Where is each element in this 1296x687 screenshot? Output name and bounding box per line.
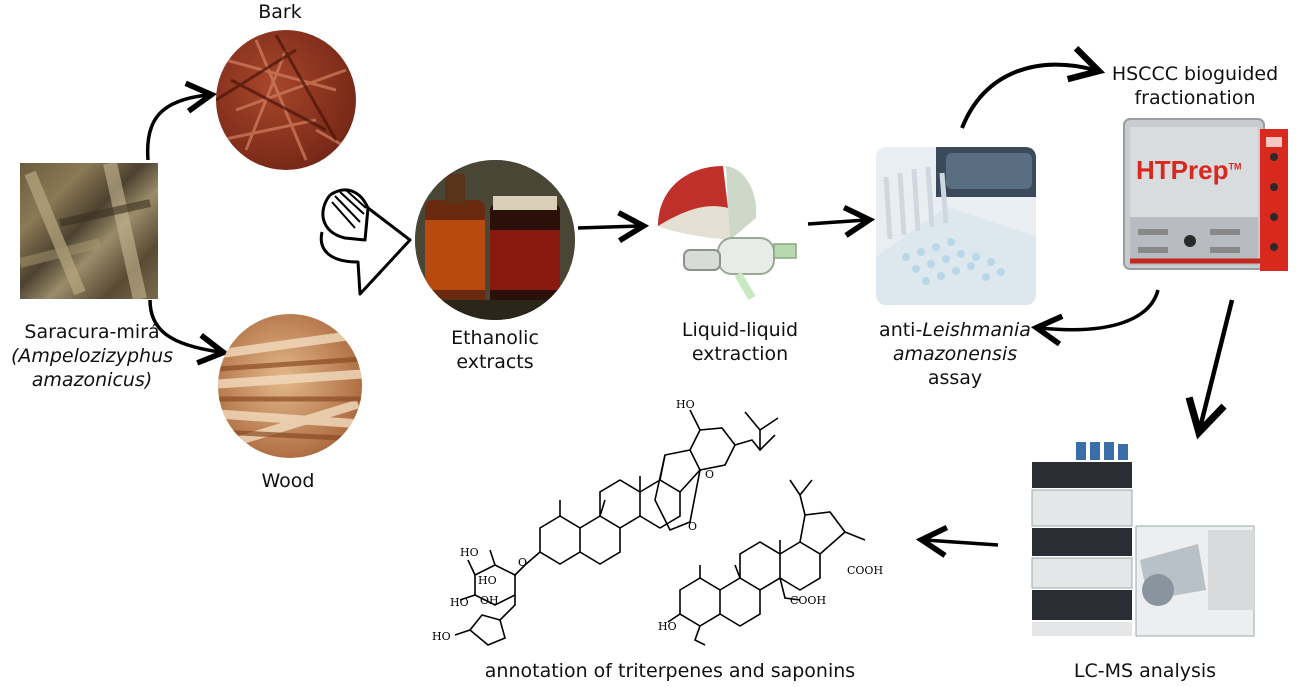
arrow-ethanolic-to-lle	[577, 210, 650, 244]
plant-species-line1: (Ampelozizyphus	[10, 345, 174, 367]
arrow-plant-to-wood	[148, 299, 230, 366]
separatory-funnel-image	[648, 158, 808, 308]
lcms-label: LC-MS analysis	[1073, 660, 1217, 682]
htprep-tm: TM	[1228, 161, 1242, 172]
htprep-logo: HTPrepTM	[1136, 155, 1241, 186]
arrow-hsccc-to-assay	[1030, 289, 1160, 347]
arrow-assay-to-hsccc	[960, 45, 1106, 129]
assay-line1: anti-Leishmania	[860, 318, 1050, 342]
arrow-hsccc-to-lcms	[1185, 299, 1235, 440]
hsccc-line2: fractionation	[1134, 87, 1256, 109]
annotation-label: annotation of triterpenes and saponins	[484, 660, 856, 682]
htprep-instrument-image: HTPrepTM	[1120, 117, 1290, 275]
hsccc-label: HSCCC bioguided fractionation	[1100, 62, 1290, 110]
assay-label: anti-Leishmania amazonensis assay	[860, 318, 1050, 390]
plant-species-line2: amazonicus)	[31, 369, 153, 391]
assay-plate-photo	[876, 147, 1036, 305]
hsccc-line1: HSCCC bioguided	[1111, 63, 1279, 85]
lcms-instrument-image	[1028, 440, 1258, 640]
ethanolic-label: Ethanolic extracts	[420, 326, 570, 374]
assay-species: amazonensis	[892, 343, 1018, 365]
htprep-brand: HTPrep	[1136, 155, 1229, 185]
ethanolic-extracts-photo	[415, 160, 575, 320]
assay-genus: Leishmania	[922, 319, 1031, 341]
ethanolic-line2: extracts	[456, 351, 534, 373]
assay-suffix: assay	[927, 367, 983, 389]
arrow-lle-to-assay	[807, 204, 876, 238]
lle-line1: Liquid-liquid	[681, 319, 799, 341]
wood-label: Wood	[261, 470, 315, 492]
ethanolic-line1: Ethanolic	[451, 327, 539, 349]
assay-prefix: anti-	[879, 319, 923, 341]
bark-photo	[216, 30, 356, 170]
lle-label: Liquid-liquid extraction	[660, 318, 820, 366]
arrow-lcms-to-annotation	[915, 524, 999, 558]
bark-label: Bark	[258, 1, 302, 23]
plant-name-label: Saracura-mirá (Ampelozizyphus amazonicus…	[8, 320, 176, 392]
wood-photo	[218, 314, 362, 458]
plant-photo	[20, 163, 158, 299]
arrow-plant-to-bark	[145, 80, 218, 161]
big-outline-arrow	[319, 188, 412, 296]
lle-line2: extraction	[691, 343, 789, 365]
plant-common-name: Saracura-mirá	[24, 321, 160, 343]
